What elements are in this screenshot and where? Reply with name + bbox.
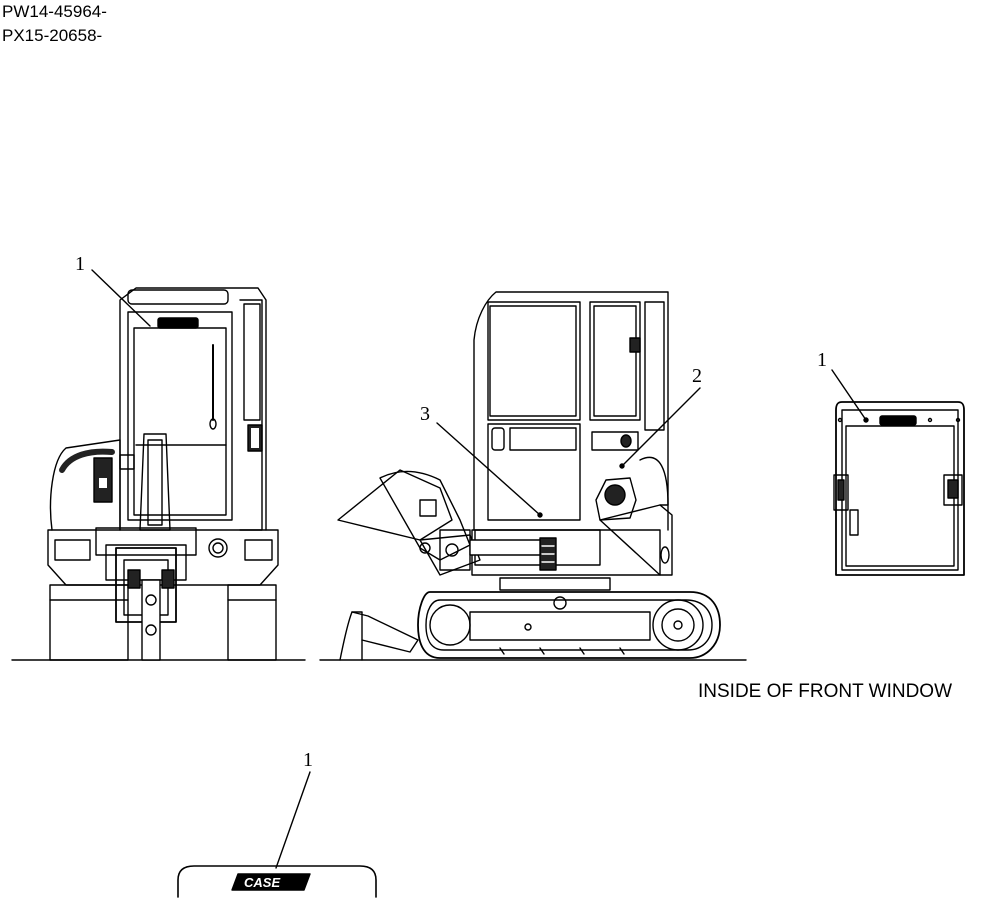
excavator-rear-view: 1 — [11, 253, 306, 661]
serial-range-1: PW14-45964- — [2, 2, 107, 21]
excavator-side-view: 3 2 — [319, 291, 747, 661]
front-window-detail: 1 — [817, 349, 965, 576]
case-logo-decal: CASE 1 — [177, 749, 377, 898]
callout-decal-1: 1 — [303, 749, 313, 771]
decal-logo-text: CASE — [244, 875, 280, 890]
callout-side-3: 3 — [420, 403, 430, 425]
callout-rear-1: 1 — [75, 253, 85, 275]
serial-range-2: PX15-20658- — [2, 26, 103, 45]
window-caption: INSIDE OF FRONT WINDOW — [698, 681, 953, 702]
callout-window-1: 1 — [817, 349, 827, 371]
callout-side-2: 2 — [692, 365, 702, 387]
